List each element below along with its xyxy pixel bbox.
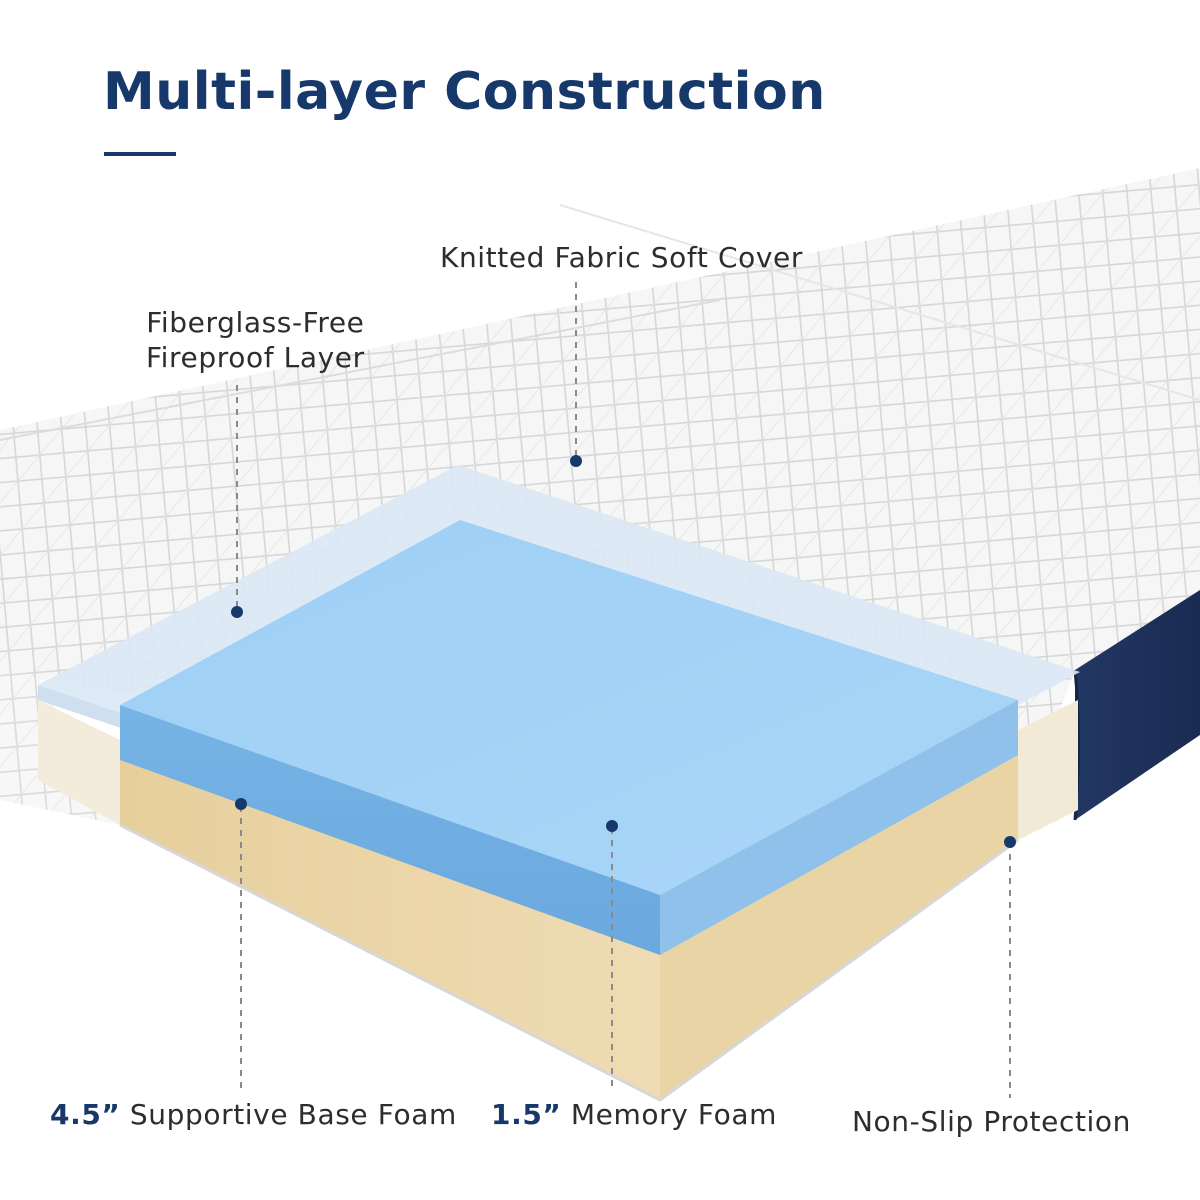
navy-side-panel [1075,590,1200,820]
nonslip-dot-marker [1004,836,1016,848]
memory-foam-text: Memory Foam [561,1098,777,1131]
base-foam-text: Supportive Base Foam [120,1098,457,1131]
fireproof-label-line1: Fiberglass-Free [146,306,365,339]
memory-foam-size: 1.5” [491,1098,562,1131]
base-foam-size: 4.5” [50,1098,121,1131]
cover-dot-marker [570,455,582,467]
memory-foam-layer [120,520,1018,955]
callout-lines [236,282,1011,1098]
cover-label: Knitted Fabric Soft Cover [440,241,803,274]
fireproof-label: Fiberglass-Free Fireproof Layer [146,305,365,375]
page-title: Multi-layer Construction [103,62,826,122]
fireproof-dot-marker [231,606,243,618]
fireproof-label-line2: Fireproof Layer [146,341,365,374]
base-foam-dot-marker [235,798,247,810]
memory-foam-label: 1.5” Memory Foam [491,1097,777,1132]
nonslip-label: Non-Slip Protection [852,1105,1131,1138]
memory-foam-dot-marker [606,820,618,832]
title-underline [104,152,176,156]
base-foam-label: 4.5” Supportive Base Foam [50,1097,457,1132]
